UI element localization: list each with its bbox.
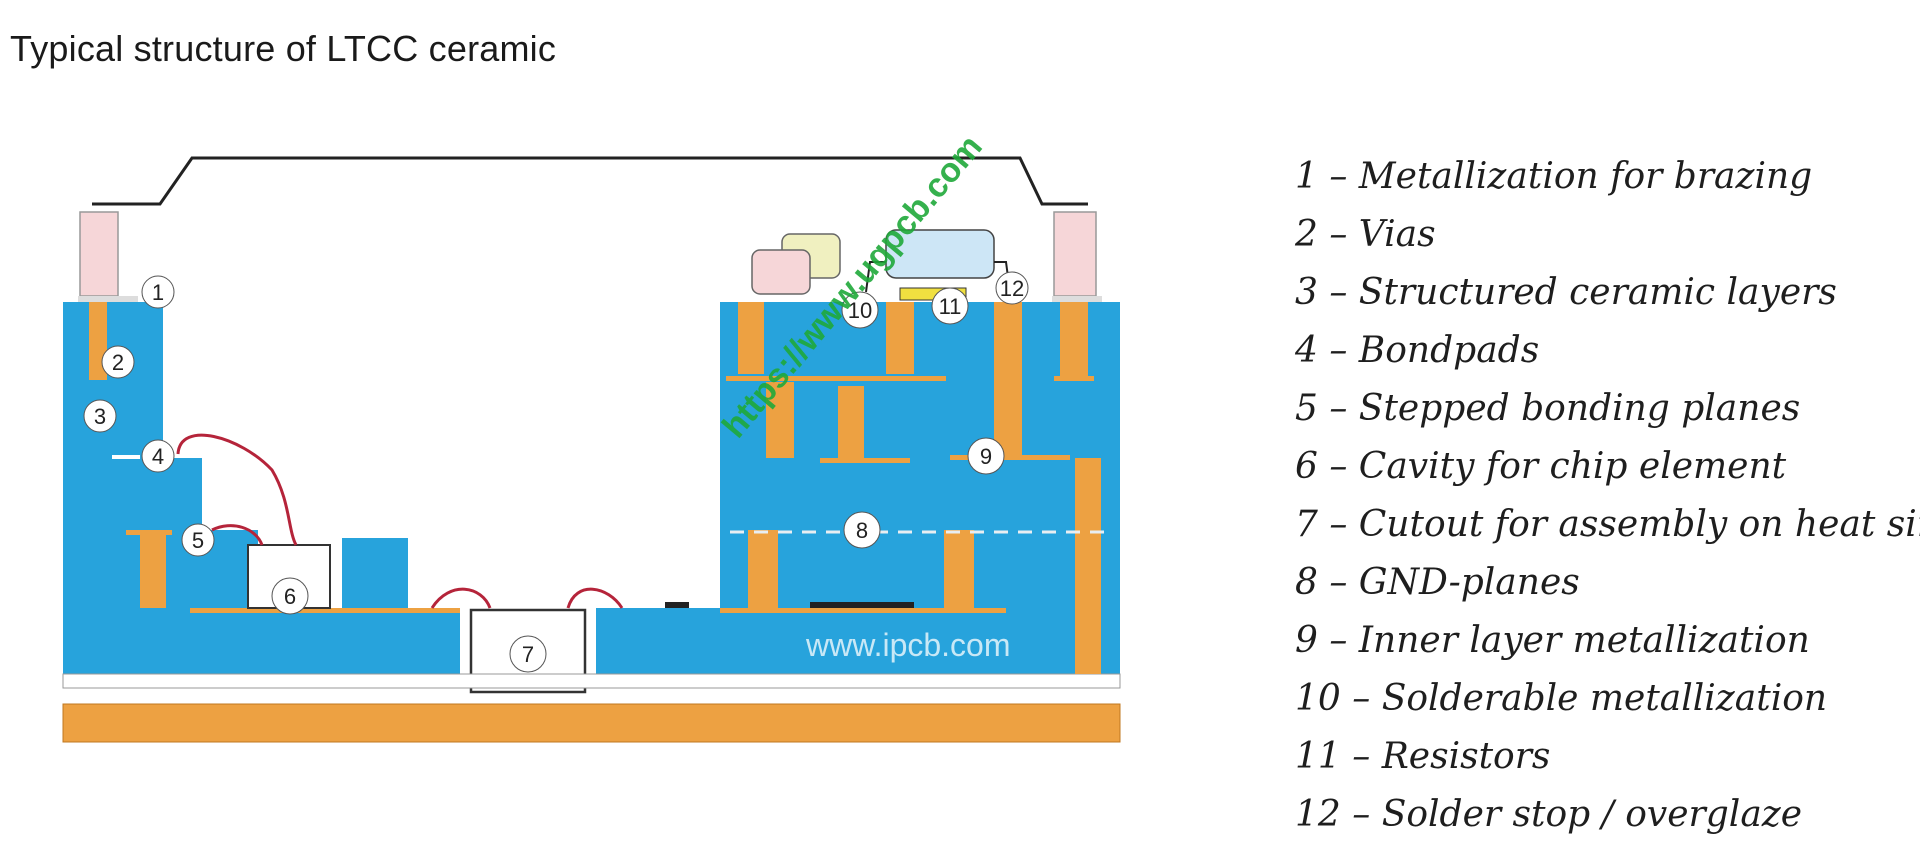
legend-item: 7 – Cutout for assembly on heat sink [1295,504,1920,545]
callout-10: 10 [841,291,879,329]
page-title: Typical structure of LTCC ceramic [10,28,557,69]
ceramic-right-body [596,302,1120,674]
legend-item: 4 – Bondpads [1295,330,1540,371]
solder-pad [665,602,689,608]
via [994,302,1022,458]
cavity-chip-block [342,538,408,608]
legend-item: 3 – Structured ceramic layers [1295,272,1837,313]
bond-wire [211,524,264,546]
solder-pad [810,602,914,608]
base-separator [62,673,1121,689]
callout-3: 3 [83,399,117,433]
inner-metal [950,455,1070,460]
via [766,382,794,458]
braze-metal-right [1052,296,1102,302]
inner-metal [190,608,460,613]
bond-wire [430,587,492,609]
via [1075,458,1101,674]
via [140,532,166,608]
legend-item: 11 – Resistors [1295,736,1551,777]
svg-text:10: 10 [848,298,872,323]
svg-text:7: 7 [522,642,534,667]
callout-12: 12 [995,271,1029,305]
legend-list: 1 – Metallization for brazing 2 – Vias 3… [1295,148,1920,844]
smd-capacitor [751,249,811,295]
lid-outline [92,156,1088,206]
package-lead [865,261,886,293]
svg-text:12: 12 [1000,276,1024,301]
via [838,386,864,460]
svg-text:1: 1 [152,280,164,305]
svg-text:9: 9 [980,444,992,469]
svg-text:6: 6 [284,584,296,609]
inner-metal [720,608,1006,613]
watermark-bottom: www.ipcb.com [805,627,1011,663]
callout-4: 4 [141,439,175,473]
callout-2: 2 [101,345,135,379]
bondpad-left [112,455,140,459]
callout-7: 7 [509,635,547,673]
braze-ring-right [1053,211,1097,297]
svg-text:3: 3 [94,404,106,429]
braze-ring-left [79,211,119,297]
svg-text:5: 5 [192,528,204,553]
callout-11: 11 [931,287,969,325]
inner-metal [726,376,946,381]
callout-6: 6 [271,577,309,615]
svg-text:2: 2 [112,350,124,375]
braze-metal-left [78,296,138,302]
svg-text:11: 11 [939,294,962,319]
legend-item: 10 – Solderable metallization [1295,678,1828,719]
inner-metal [126,530,172,535]
via [1060,302,1088,378]
legend-item: 1 – Metallization for brazing [1295,156,1813,197]
heat-sink-plate [62,703,1121,743]
callout-1: 1 [141,275,175,309]
legend-item: 5 – Stepped bonding planes [1295,388,1801,429]
legend-item: 2 – Vias [1295,214,1436,255]
callout-5: 5 [181,523,215,557]
legend-item: 12 – Solder stop / overglaze [1295,794,1803,835]
bond-wire [566,587,624,609]
callout-8: 8 [843,511,881,549]
legend-item: 6 – Cavity for chip element [1295,446,1787,487]
ltcc-diagram: 1 2 3 4 5 6 7 8 9 10 11 12 https://www.u… [62,128,1121,743]
via [748,530,778,608]
via [944,530,974,608]
bond-wire [176,433,298,546]
svg-text:4: 4 [152,444,164,469]
callout-9: 9 [967,437,1005,475]
legend-item: 8 – GND-planes [1295,562,1580,603]
legend-item: 9 – Inner layer metallization [1295,620,1810,661]
inner-metal [1054,376,1094,381]
svg-text:8: 8 [856,518,868,543]
inner-metal [820,458,910,463]
smd-package [885,229,995,279]
via [886,302,914,374]
via [738,302,764,374]
